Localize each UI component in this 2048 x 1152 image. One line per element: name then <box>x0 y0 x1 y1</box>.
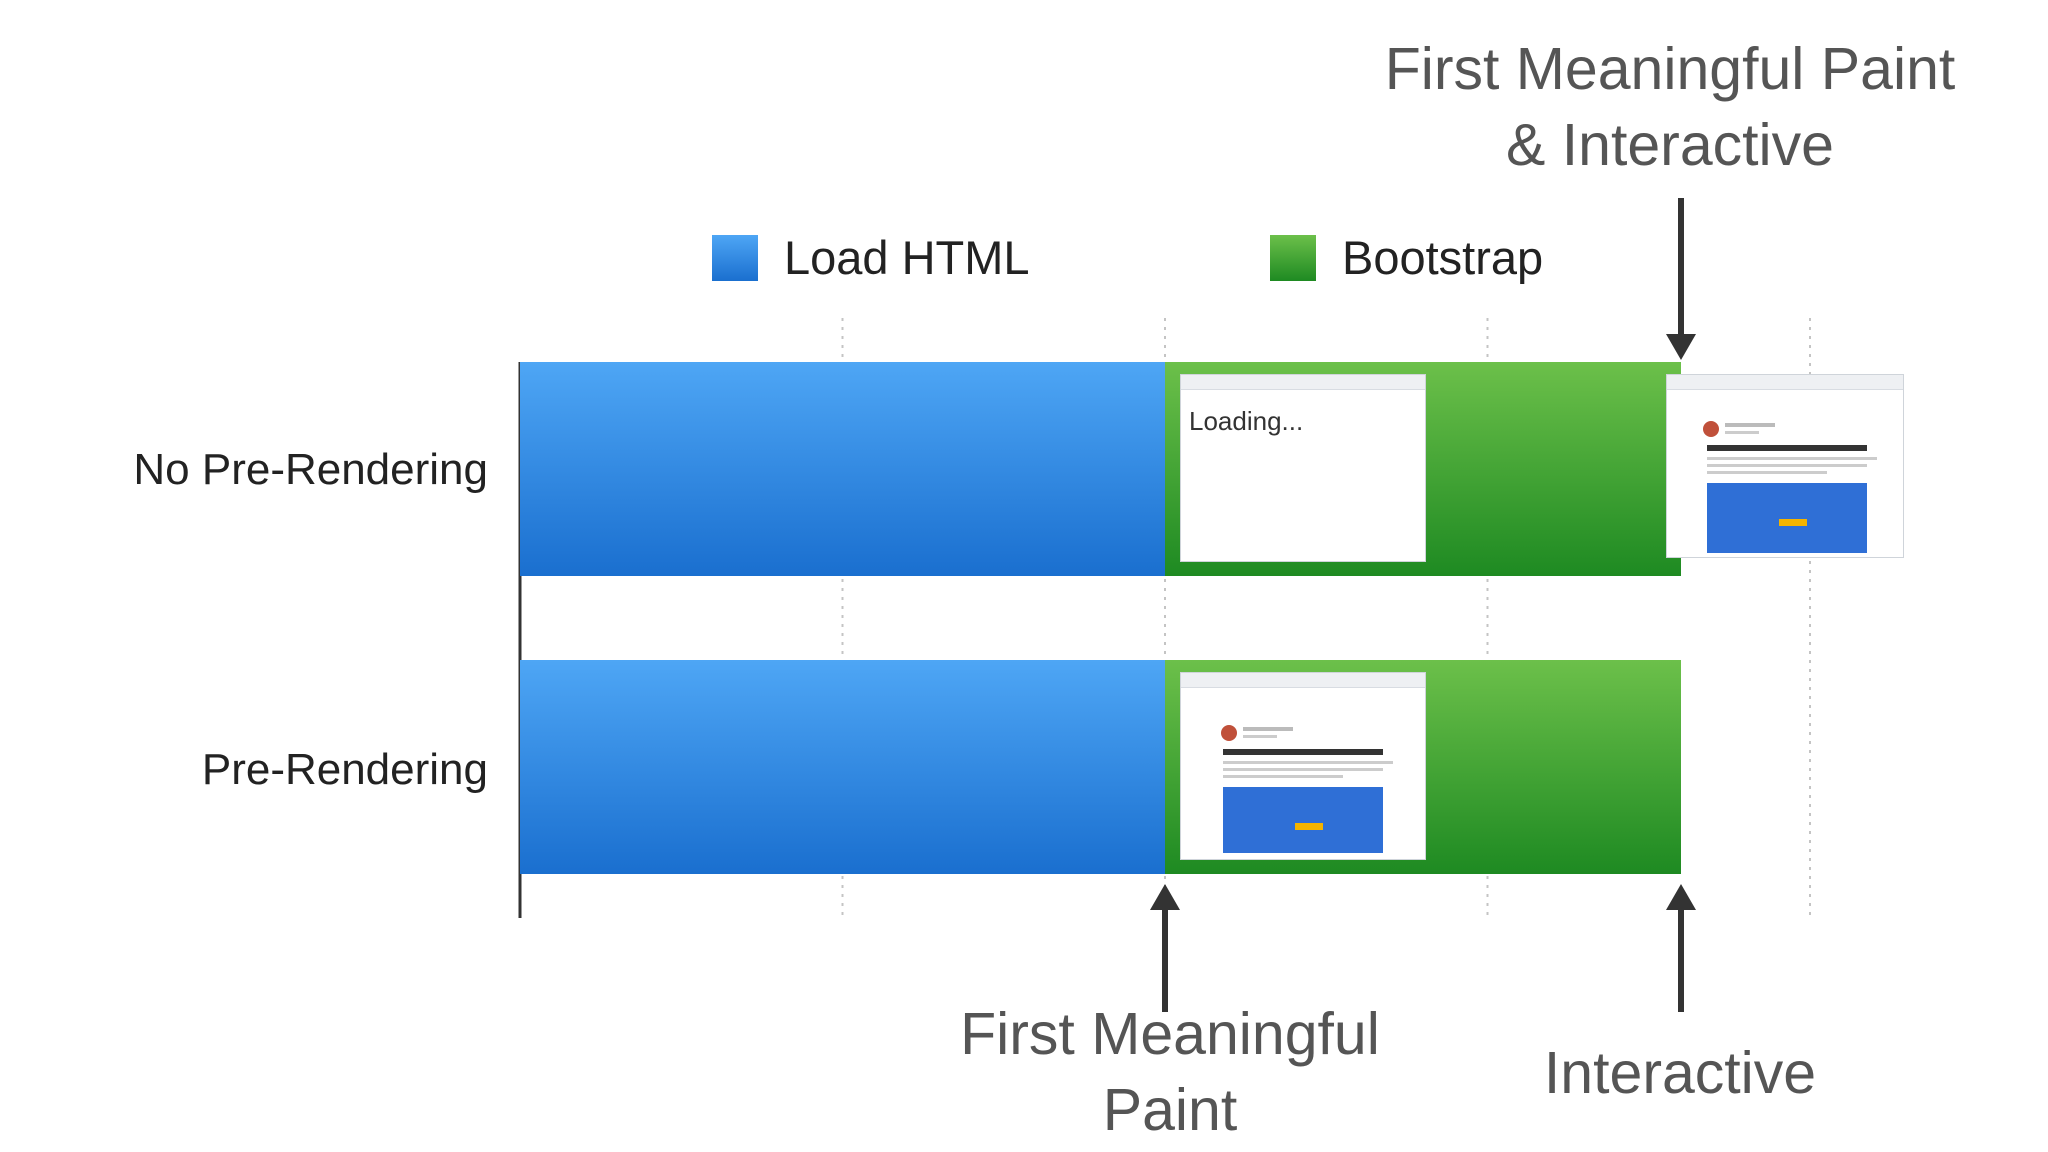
annotation-top: First Meaningful Paint & Interactive <box>1340 32 2000 183</box>
bar-layer <box>520 362 1681 874</box>
arrow-first-meaningful-paint-head <box>1150 884 1180 910</box>
bar-load-html <box>520 660 1165 874</box>
legend-swatch-green <box>1270 234 1316 281</box>
thumbnail-loading: Loading... <box>1180 374 1426 562</box>
legend-label-load-html: Load HTML <box>784 231 1030 284</box>
legend-label-bootstrap: Bootstrap <box>1342 231 1544 284</box>
bar-load-html <box>520 362 1165 576</box>
row-label-pre-rendering: Pre-Rendering <box>201 745 488 794</box>
legend-bootstrap: Bootstrap <box>1270 230 1543 285</box>
annotation-fmp-line1: First Meaningful <box>960 1001 1380 1067</box>
thumbnail-rendered-top <box>1666 374 1904 558</box>
arrow-layer <box>1150 198 1696 1012</box>
browser-chrome <box>1181 375 1425 390</box>
legend-swatch-blue <box>712 234 758 281</box>
browser-chrome <box>1181 673 1425 688</box>
annotation-top-line2: & Interactive <box>1506 111 1834 178</box>
annotation-fmp-line2: Paint <box>1102 1076 1238 1143</box>
row-label-no-pre-rendering: No Pre-Rendering <box>133 445 488 494</box>
thumbnail-rendered-bottom <box>1180 672 1426 860</box>
browser-chrome <box>1667 375 1903 390</box>
arrow-top-interactive-head <box>1666 334 1696 360</box>
annotation-interactive: Interactive <box>1543 1040 1817 1106</box>
page-screenshot-icon <box>1181 687 1425 859</box>
arrow-interactive-head <box>1666 884 1696 910</box>
loading-text: Loading... <box>1189 406 1304 436</box>
annotation-top-line1: First Meaningful Paint <box>1384 36 1956 102</box>
legend-load-html: Load HTML <box>712 230 1030 285</box>
page-screenshot-icon <box>1667 389 1903 557</box>
annotation-first-meaningful-paint: First Meaningful Paint <box>880 997 1460 1148</box>
